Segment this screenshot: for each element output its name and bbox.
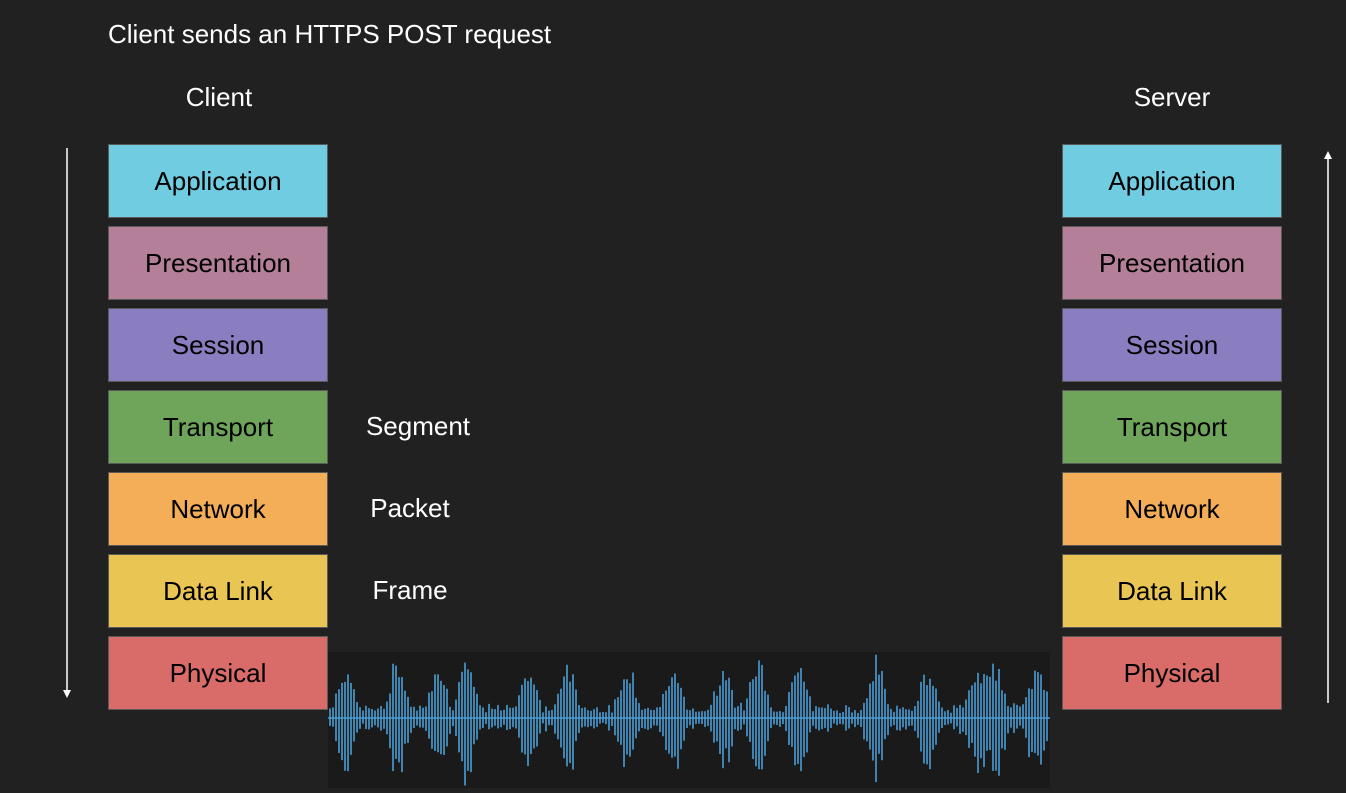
diagram-title: Client sends an HTTPS POST request xyxy=(108,19,552,49)
client-heading: Client xyxy=(185,82,253,112)
client-layer-network: Network xyxy=(108,472,328,546)
server-heading: Server xyxy=(1133,82,1211,112)
client-layer-physical: Physical xyxy=(108,636,328,710)
server-layer-session: Session xyxy=(1062,308,1282,382)
server-layer-network: Network xyxy=(1062,472,1282,546)
server-layer-presentation: Presentation xyxy=(1062,226,1282,300)
client-layer-application: Application xyxy=(108,144,328,218)
server-layer-application: Application xyxy=(1062,144,1282,218)
signal-waveform xyxy=(328,652,1050,788)
pdu-segment-label: Segment xyxy=(365,411,471,441)
client-layer-session: Session xyxy=(108,308,328,382)
pdu-packet-label: Packet xyxy=(370,493,450,523)
client-layer-presentation: Presentation xyxy=(108,226,328,300)
pdu-frame-label: Frame xyxy=(372,575,448,605)
client-layer-transport: Transport xyxy=(108,390,328,464)
server-layer-data-link: Data Link xyxy=(1062,554,1282,628)
waveform-icon xyxy=(328,654,1050,786)
server-layer-physical: Physical xyxy=(1062,636,1282,710)
client-layer-data-link: Data Link xyxy=(108,554,328,628)
server-up-arrow-icon xyxy=(1324,151,1332,703)
server-layer-transport: Transport xyxy=(1062,390,1282,464)
client-down-arrow-icon xyxy=(63,148,71,698)
